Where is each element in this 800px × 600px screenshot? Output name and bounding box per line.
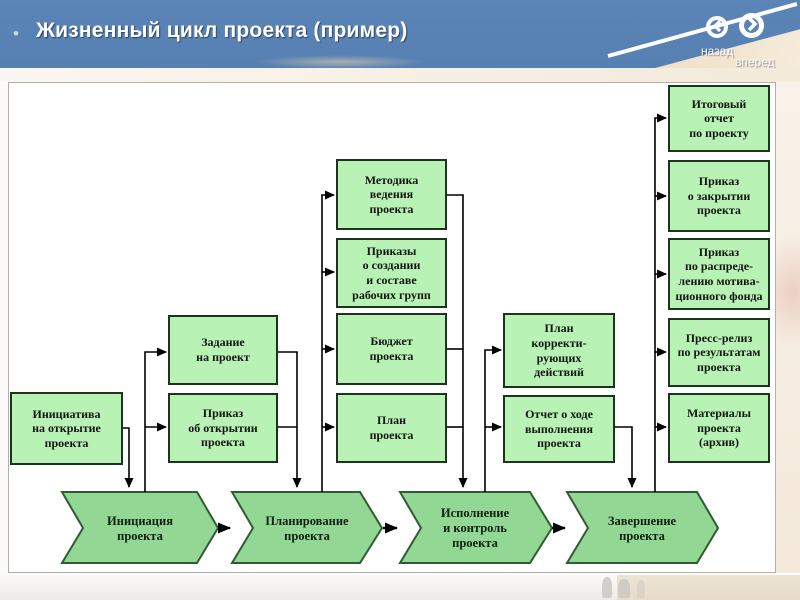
doc-orders-workgroups: Приказы о создании и составе рабочих гру… — [336, 238, 447, 308]
phase-execution: Исполнение и контроль проекта — [440, 505, 510, 550]
header-substrip — [0, 68, 800, 82]
doc-order-fund: Приказ по распреде- лению мотива- ционно… — [668, 238, 770, 310]
chevron-left-icon — [711, 19, 723, 36]
phase-planning: Планирование проекта — [265, 514, 349, 543]
back-label: назад — [701, 44, 734, 58]
doc-initiative: Инициатива на открытие проекта — [10, 392, 123, 465]
chess-figure-decoration — [618, 579, 630, 598]
forward-button[interactable] — [739, 13, 764, 38]
slide-right-margin — [776, 82, 800, 573]
doc-progress-report: Отчет о ходе выполнения проекта — [503, 395, 615, 463]
doc-corrective-plan: План корректи- рующих действий — [503, 313, 615, 388]
doc-budget: Бюджет проекта — [336, 313, 447, 385]
doc-press-release: Пресс-релиз по результатам проекта — [668, 318, 770, 387]
bottom-photo-decoration — [617, 575, 800, 600]
background-photo-decoration — [255, 55, 425, 69]
doc-order-open: Приказ об открытии проекта — [168, 393, 278, 463]
chevron-right-icon — [746, 16, 758, 35]
title-bullet: • — [13, 24, 19, 43]
doc-task: Задание на проект — [168, 315, 278, 385]
phase-initiation: Инициация проекта — [107, 514, 173, 543]
phase-closing: Завершение проекта — [607, 514, 677, 543]
chess-figure-decoration — [637, 580, 645, 598]
slide-header: • Жизненный цикл проекта (пример) назад … — [0, 0, 800, 69]
doc-order-close: Приказ о закрытии проекта — [668, 160, 770, 232]
doc-materials: Материалы проекта (архив) — [668, 393, 770, 463]
page-title: Жизненный цикл проекта (пример) — [36, 19, 408, 42]
doc-plan: План проекта — [336, 393, 447, 463]
chess-figure-decoration — [602, 577, 612, 598]
doc-final-report: Итоговый отчет по проекту — [668, 85, 770, 152]
forward-label: вперед — [735, 55, 775, 69]
doc-methodology: Методика ведения проекта — [336, 159, 447, 230]
back-button[interactable] — [706, 16, 728, 38]
